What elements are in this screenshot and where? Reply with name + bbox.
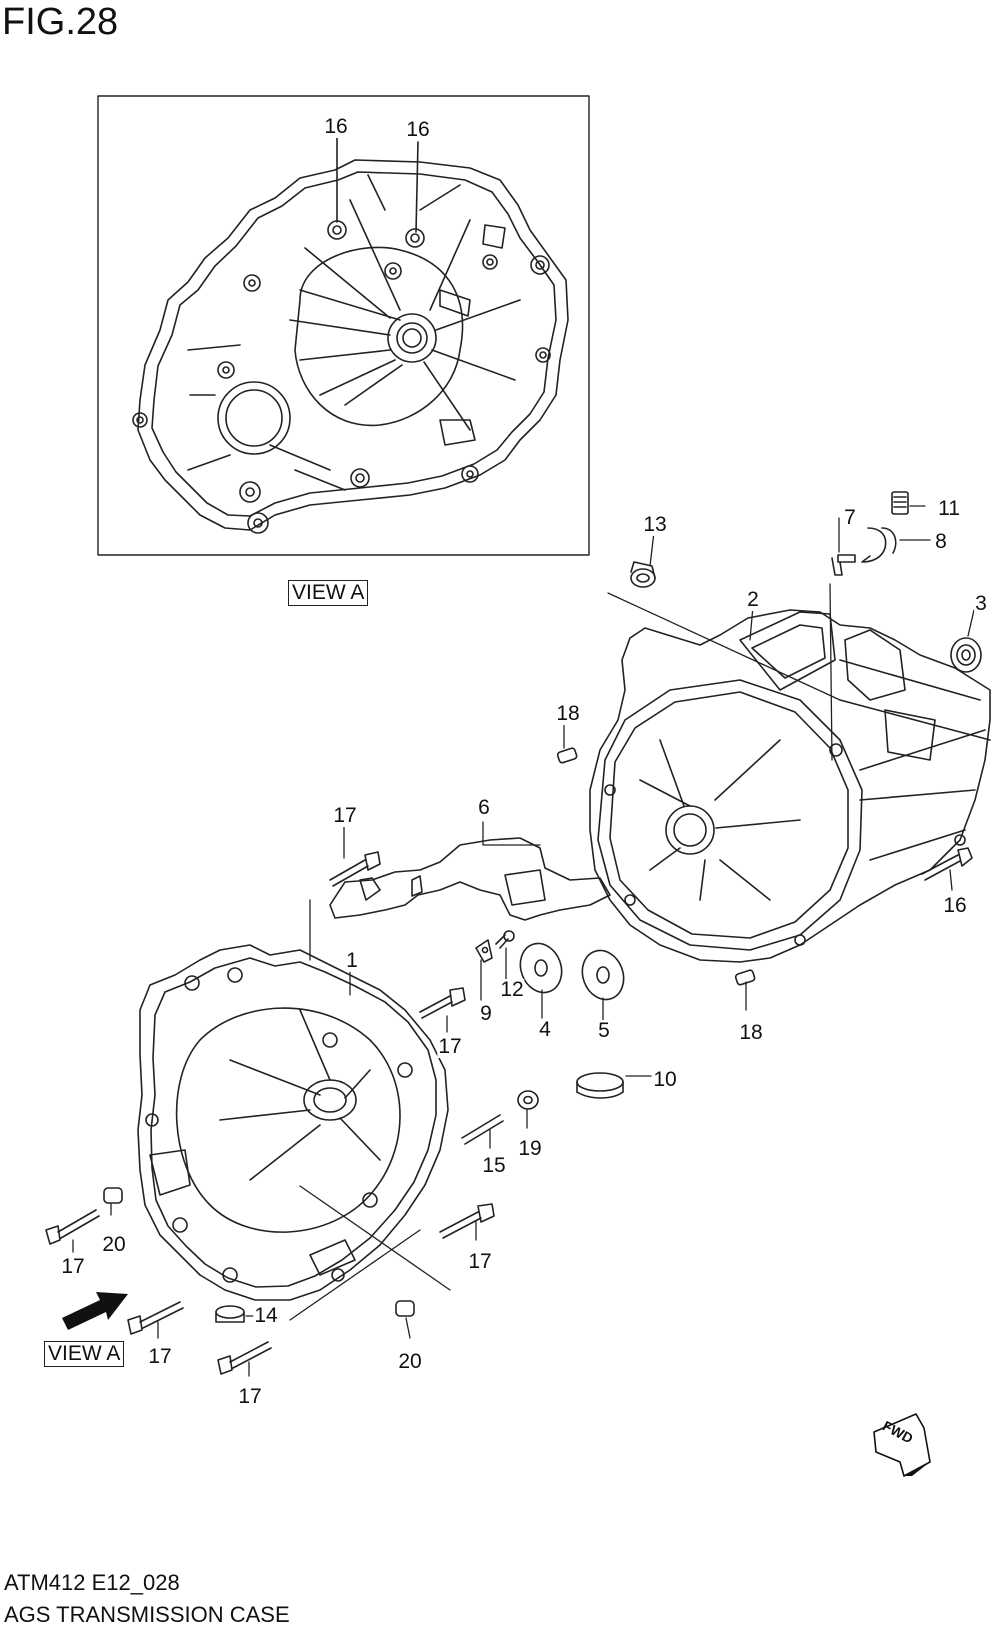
callout-18a: 18 bbox=[555, 702, 581, 725]
callout-inset-16a: 16 bbox=[323, 115, 349, 138]
callout-11: 11 bbox=[937, 497, 961, 520]
callout-14: 14 bbox=[253, 1304, 279, 1327]
callout-17e: 17 bbox=[147, 1345, 173, 1368]
breather-7-drawing bbox=[832, 555, 855, 575]
callout-inset-16b: 16 bbox=[405, 118, 431, 141]
transmission-case-drawing bbox=[590, 610, 990, 962]
view-a-arrow-label: VIEW A bbox=[44, 1341, 125, 1367]
callout-17d: 17 bbox=[60, 1255, 86, 1278]
callout-20b: 20 bbox=[397, 1350, 423, 1373]
clutch-housing-view-a-drawing bbox=[133, 160, 568, 533]
view-a-inset-label: VIEW A bbox=[288, 580, 369, 606]
figure-title: FIG.28 bbox=[2, 1, 119, 43]
callout-6: 6 bbox=[477, 796, 491, 819]
callout-5: 5 bbox=[597, 1019, 611, 1042]
view-a-inset-frame bbox=[98, 96, 589, 555]
clutch-housing-drawing bbox=[138, 945, 448, 1300]
seal-13-drawing bbox=[631, 562, 655, 587]
callout-16: 16 bbox=[942, 894, 968, 917]
seal-3-drawing bbox=[951, 638, 981, 672]
cap-11-drawing bbox=[892, 492, 908, 514]
plate-4-drawing bbox=[514, 938, 569, 999]
diagram-name: AGS TRANSMISSION CASE bbox=[4, 1602, 290, 1627]
callout-1: 1 bbox=[345, 949, 359, 972]
callout-15: 15 bbox=[481, 1154, 507, 1177]
diagram-code: ATM412 E12_028 bbox=[4, 1570, 180, 1595]
callout-9: 9 bbox=[479, 1002, 493, 1025]
callout-13: 13 bbox=[642, 513, 668, 536]
clip-9-drawing bbox=[476, 940, 492, 962]
plug-14-drawing bbox=[216, 1306, 244, 1322]
callout-2: 2 bbox=[746, 588, 760, 611]
callout-18b: 18 bbox=[738, 1021, 764, 1044]
callout-4: 4 bbox=[538, 1018, 552, 1041]
leader-inset-16b bbox=[416, 142, 418, 232]
bracket-drawing bbox=[330, 838, 610, 920]
bolt-17-drawing bbox=[46, 852, 503, 1374]
callout-19: 19 bbox=[517, 1137, 543, 1160]
bolt-12-drawing bbox=[496, 931, 514, 948]
sleeve-20-drawing bbox=[104, 1188, 414, 1316]
callout-8: 8 bbox=[934, 530, 948, 553]
callout-17f: 17 bbox=[237, 1385, 263, 1408]
bolt-16-drawing bbox=[922, 848, 972, 880]
callout-17b: 17 bbox=[437, 1035, 463, 1058]
plate-5-drawing bbox=[576, 945, 631, 1006]
fwd-direction-arrow-icon bbox=[874, 1414, 930, 1476]
view-a-arrow-icon bbox=[62, 1292, 128, 1330]
callout-10: 10 bbox=[652, 1068, 678, 1091]
callout-20a: 20 bbox=[101, 1233, 127, 1256]
dowel-pin-18-drawing bbox=[557, 747, 756, 985]
ring-10-drawing bbox=[577, 1073, 623, 1098]
callout-17c: 17 bbox=[467, 1250, 493, 1273]
callout-7: 7 bbox=[843, 506, 857, 529]
callout-17a: 17 bbox=[332, 804, 358, 827]
hose-8-drawing bbox=[862, 528, 896, 562]
nut-19-drawing bbox=[518, 1091, 538, 1109]
callout-12: 12 bbox=[499, 978, 525, 1001]
callout-3: 3 bbox=[974, 592, 988, 615]
leader-lines bbox=[73, 506, 974, 1376]
